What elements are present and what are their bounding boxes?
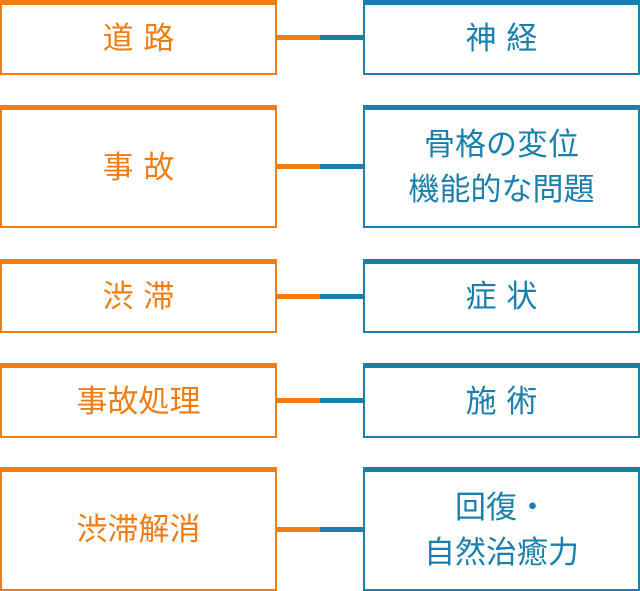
- left-box-congestion-relief: 渋滞解消: [0, 467, 277, 591]
- left-label-congestion: 渋 滞: [102, 279, 175, 316]
- left-box-road: 道 路: [0, 0, 277, 75]
- right-box-nerve: 神 経: [363, 0, 640, 75]
- right-label-symptom: 症 状: [465, 279, 538, 316]
- connector-right-4: [320, 398, 363, 403]
- right-text-skeletal: 骨格の変位 機能的な問題: [409, 123, 595, 213]
- connector-left-1: [277, 35, 320, 40]
- connector-right-3: [320, 294, 363, 299]
- connector-right-5: [320, 527, 363, 532]
- right-box-skeletal: 骨格の変位 機能的な問題: [363, 105, 640, 228]
- left-label-road: 道 路: [102, 20, 175, 57]
- right-label-skeletal-line2: 機能的な問題: [408, 172, 595, 208]
- right-label-nerve: 神 経: [465, 20, 538, 57]
- connector-left-3: [277, 294, 320, 299]
- connector-left-2: [277, 164, 320, 169]
- left-label-accident-handling: 事故処理: [76, 383, 201, 420]
- left-box-accident-handling: 事故処理: [0, 363, 277, 438]
- right-box-treatment: 施 術: [363, 363, 640, 438]
- left-box-accident: 事 故: [0, 105, 277, 228]
- connector-right-2: [320, 164, 363, 169]
- right-label-recovery-line2: 自然治癒力: [424, 534, 579, 571]
- left-label-congestion-relief: 渋滞解消: [76, 512, 201, 549]
- right-label-skeletal-line1: 骨格の変位: [424, 127, 579, 164]
- left-label-accident: 事 故: [102, 149, 175, 186]
- connector-right-1: [320, 35, 363, 40]
- right-box-symptom: 症 状: [363, 259, 640, 333]
- right-label-treatment: 施 術: [465, 383, 538, 420]
- connector-left-4: [277, 398, 320, 403]
- right-text-recovery: 回復・ 自然治癒力: [424, 486, 579, 576]
- right-label-recovery-line1: 回復・: [455, 489, 548, 526]
- connector-left-5: [277, 527, 320, 532]
- left-box-congestion: 渋 滞: [0, 259, 277, 333]
- right-box-recovery: 回復・ 自然治癒力: [363, 467, 640, 591]
